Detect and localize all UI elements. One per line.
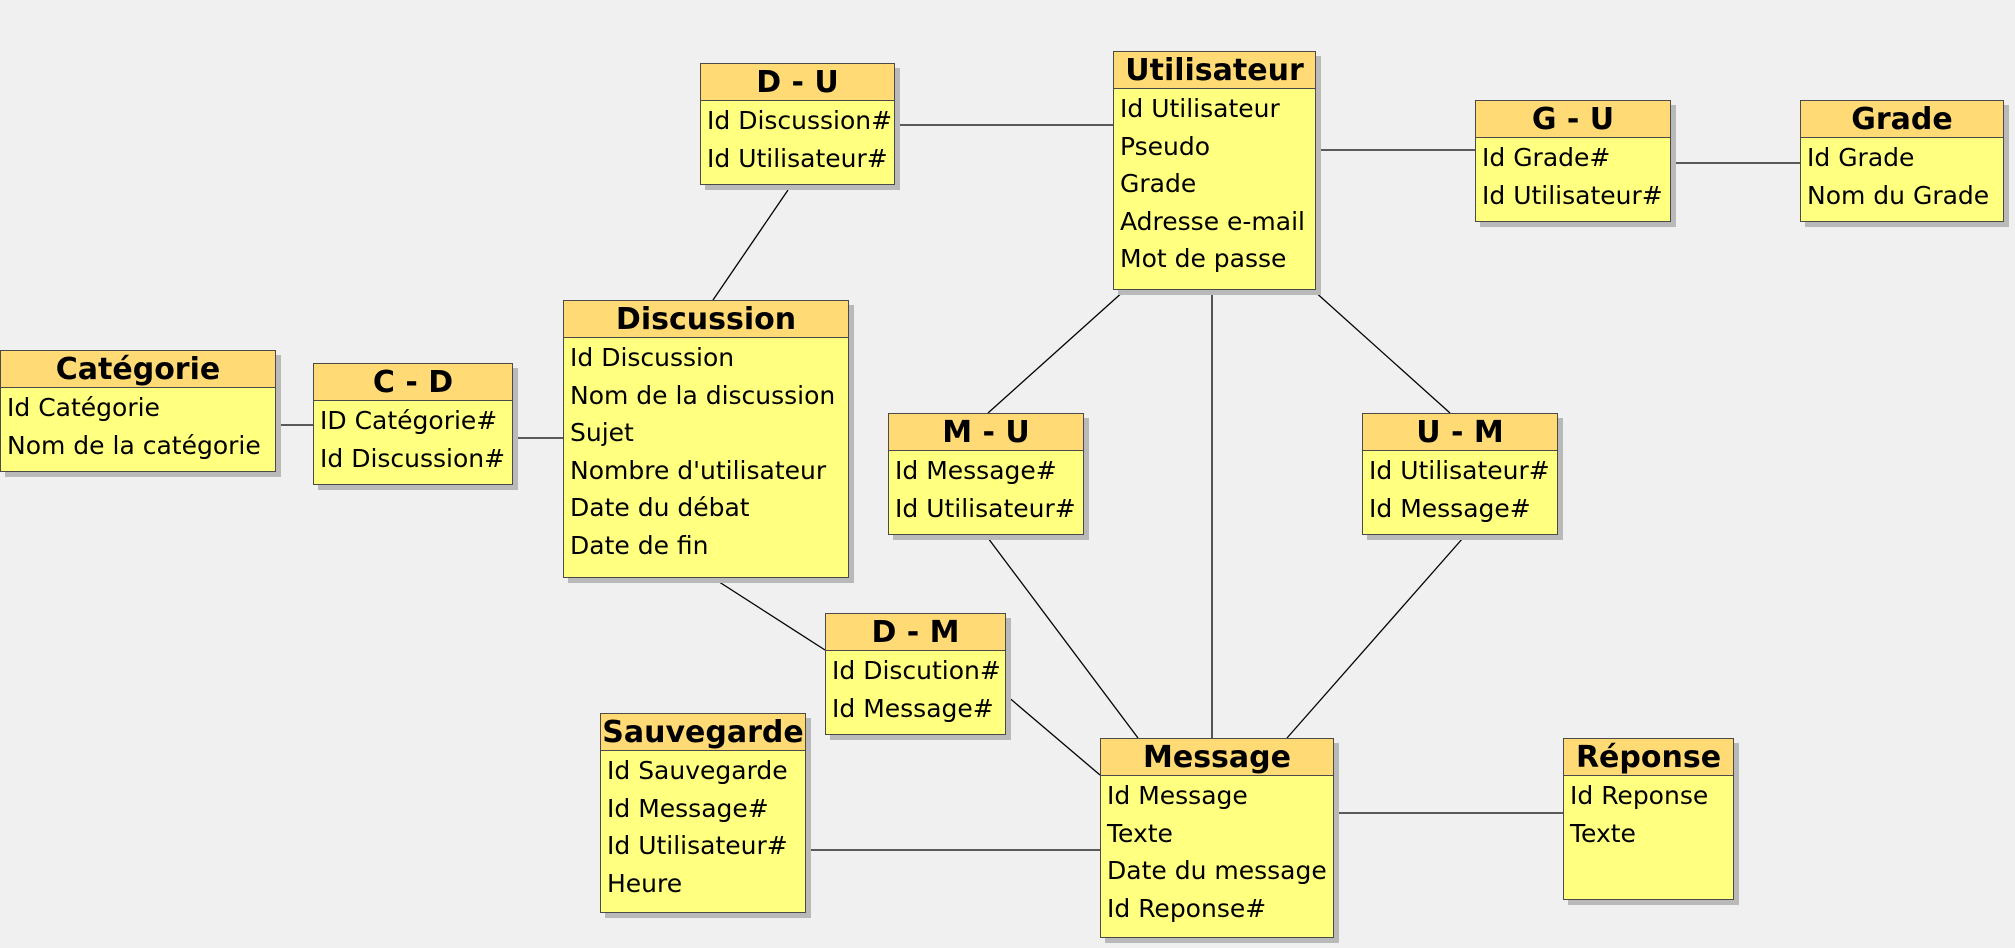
attribute: Id Message: [1107, 781, 1248, 810]
link-discussion-dm: [712, 577, 826, 651]
attribute: Id Discussion: [570, 343, 735, 372]
attribute: Date de fin: [570, 530, 709, 560]
entity-sauvegarde[interactable]: Sauvegarde Id Sauvegarde Id Message# Id Uti…: [600, 713, 806, 913]
entity-title: Message: [1101, 739, 1333, 776]
attribute: Mot de passe: [1120, 244, 1287, 273]
attribute: Id Utilisateur#: [1369, 456, 1550, 485]
entity-title: Utilisateur: [1114, 52, 1315, 89]
attribute: Id Discussion#: [320, 443, 506, 473]
entity-title: D - M: [826, 614, 1005, 651]
attribute: Nom de la discussion: [570, 380, 836, 410]
attribute-list: Id Message# Id Utilisateur#: [889, 451, 1083, 527]
attribute: Sujet: [570, 418, 634, 447]
attribute: Texte: [1107, 818, 1173, 848]
entity-title: Sauvegarde: [601, 714, 805, 751]
entity-title: C - D: [314, 364, 512, 401]
entity-title: Grade: [1801, 101, 2003, 138]
link-mu-message: [987, 537, 1139, 739]
attribute: Id Discution#: [832, 656, 1001, 685]
entity-mu[interactable]: M - U Id Message# Id Utilisateur#: [888, 413, 1084, 535]
entity-title: Catégorie: [1, 351, 275, 388]
entity-dm[interactable]: D - M Id Discution# Id Message#: [825, 613, 1006, 735]
link-dm-message: [999, 689, 1101, 776]
entity-um[interactable]: U - M Id Utilisateur# Id Message#: [1362, 413, 1558, 535]
attribute-list: Id Utilisateur# Id Message#: [1363, 451, 1557, 527]
link-utilisateur-um: [1312, 289, 1451, 414]
attribute: Id Grade#: [1482, 143, 1611, 172]
attribute: Date du message: [1107, 856, 1327, 885]
attribute-list: Id Discution# Id Message#: [826, 651, 1005, 727]
attribute: Id Discussion#: [707, 106, 893, 135]
attribute-list: Id Grade# Id Utilisateur#: [1476, 138, 1670, 214]
attribute: Id Catégorie: [7, 393, 160, 422]
attribute: Id Message#: [607, 793, 769, 823]
link-um-message: [1286, 537, 1464, 739]
attribute: Heure: [607, 868, 683, 898]
attribute: Id Reponse#: [1107, 893, 1267, 923]
attribute: Date du débat: [570, 493, 750, 522]
attribute: Texte: [1570, 818, 1636, 848]
attribute: Id Message#: [1369, 493, 1531, 523]
attribute: Id Utilisateur: [1120, 94, 1280, 123]
attribute: Pseudo: [1120, 131, 1211, 161]
attribute: Nom de la catégorie: [7, 430, 261, 460]
attribute: Id Sauvegarde: [607, 756, 788, 785]
entity-title: Réponse: [1564, 739, 1733, 776]
entity-title: M - U: [889, 414, 1083, 451]
entity-title: U - M: [1363, 414, 1557, 451]
attribute-list: Id Sauvegarde Id Message# Id Utilisateur# H…: [601, 751, 805, 902]
link-du-discussion: [712, 189, 789, 301]
attribute: Id Utilisateur#: [1482, 180, 1663, 210]
entity-gu[interactable]: G - U Id Grade# Id Utilisateur#: [1475, 100, 1671, 222]
attribute: Id Utilisateur#: [707, 143, 888, 173]
entity-du[interactable]: D - U Id Discussion# Id Utilisateur#: [700, 63, 895, 185]
attribute: Grade: [1120, 169, 1197, 198]
attribute: Id Utilisateur#: [607, 831, 788, 860]
entity-title: G - U: [1476, 101, 1670, 138]
entity-title: D - U: [701, 64, 894, 101]
attribute: Nom du Grade: [1807, 180, 1990, 210]
attribute-list: Id Discussion# Id Utilisateur#: [701, 101, 894, 177]
attribute: Nombre d'utilisateur: [570, 455, 827, 485]
attribute: Id Message#: [895, 456, 1057, 485]
attribute: Id Message#: [832, 693, 994, 723]
attribute: Id Reponse: [1570, 781, 1709, 810]
attribute-list: ID Catégorie# Id Discussion#: [314, 401, 512, 477]
attribute: ID Catégorie#: [320, 406, 498, 435]
attribute: Id Utilisateur#: [895, 493, 1076, 523]
entity-cd[interactable]: C - D ID Catégorie# Id Discussion#: [313, 363, 513, 485]
attribute: Id Grade: [1807, 143, 1915, 172]
link-utilisateur-mu: [987, 289, 1126, 414]
entity-title: Discussion: [564, 301, 848, 338]
attribute: Adresse e-mail: [1120, 206, 1305, 236]
